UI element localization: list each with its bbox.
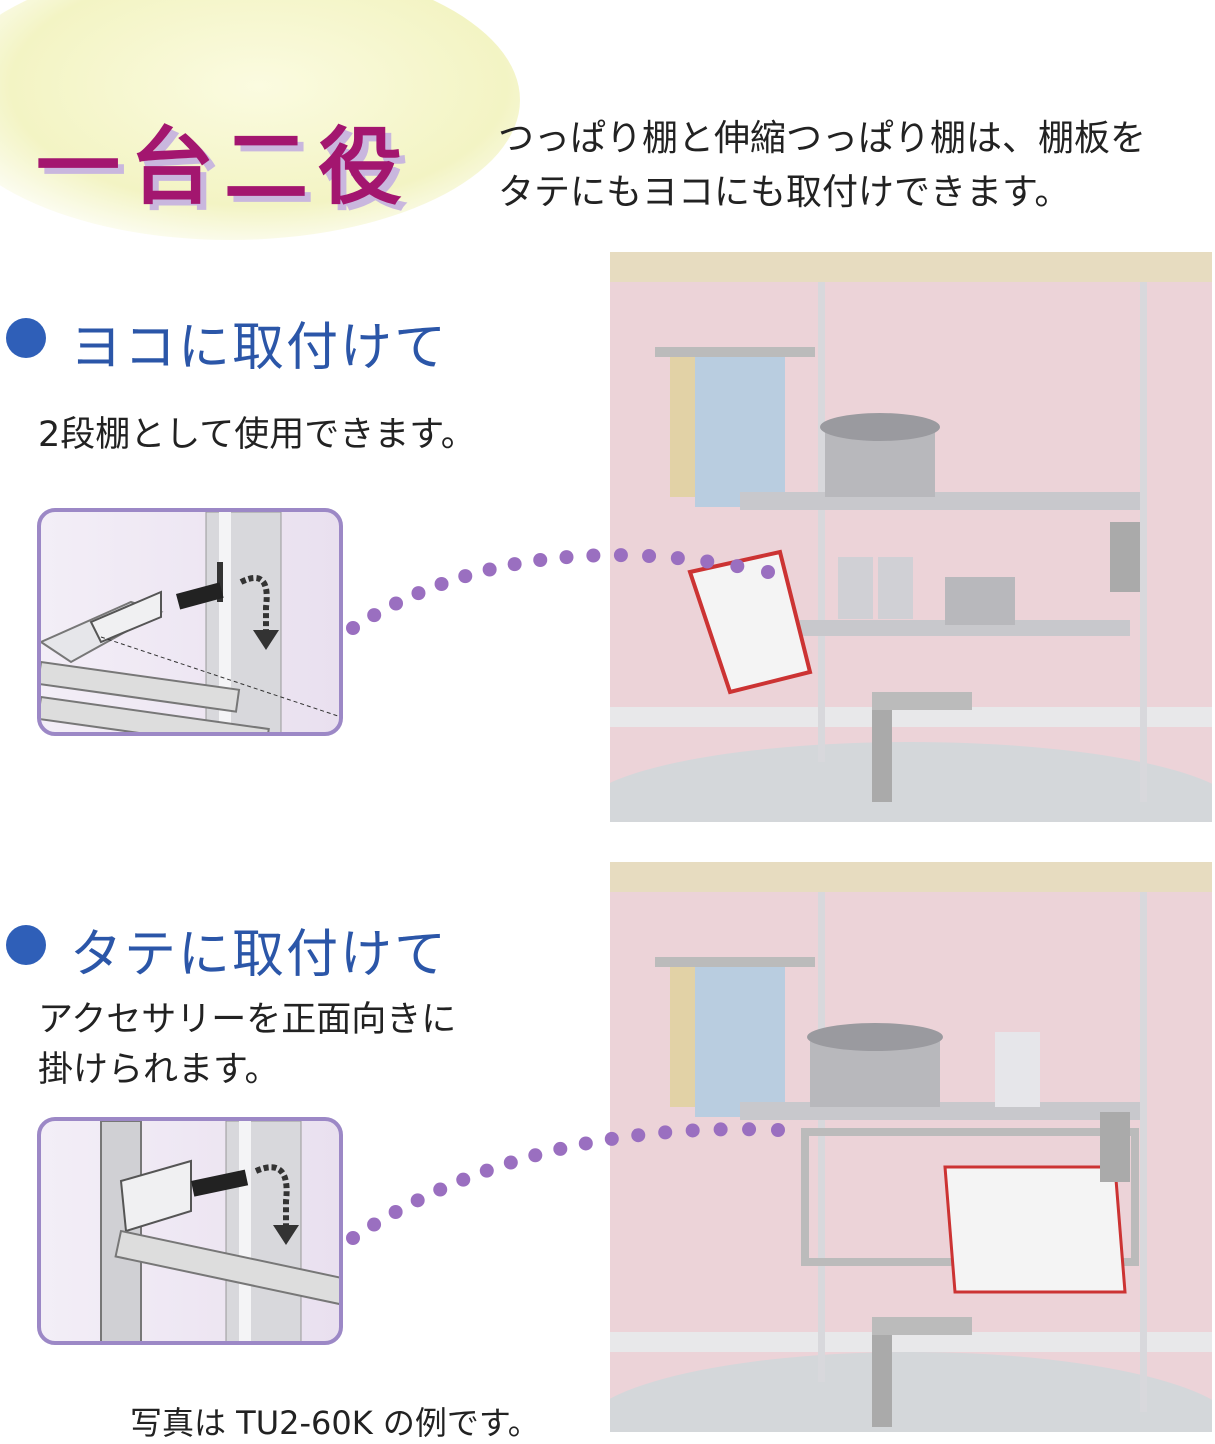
connector-dot	[482, 562, 497, 577]
photo-horizontal-shelf	[610, 252, 1212, 822]
bracket-diagram-icon	[41, 512, 339, 732]
connector-dot	[458, 569, 473, 584]
kitchen-shelf-photo	[610, 862, 1212, 1432]
connector-dot	[456, 1172, 471, 1187]
connector-dot	[578, 1136, 593, 1151]
diagram-horizontal-mount	[37, 508, 343, 736]
connector-dot	[559, 550, 574, 565]
page-title: 一台二役	[36, 118, 413, 216]
intro-line-2: タテにもヨコにも取付けできます。	[498, 172, 1071, 213]
bracket-diagram-icon	[100, 1121, 339, 1341]
section-heading-horizontal: ヨコに取付けて	[70, 318, 449, 378]
connector-dot	[389, 596, 404, 611]
photo-caption: 写真は TU2-60K の例です。	[130, 1404, 540, 1442]
connector-dot	[503, 1155, 518, 1170]
bullet-icon	[6, 318, 46, 358]
connector-dot	[367, 608, 382, 623]
connector-dot	[411, 586, 426, 601]
bullet-icon	[6, 925, 46, 965]
connector-dot	[528, 1148, 543, 1163]
intro-text: つっぱり棚と伸縮つっぱり棚は、棚板を タテにもヨコにも取付けできます。	[498, 112, 1146, 220]
connector-dot	[586, 548, 601, 563]
section-text-vertical-line-2: 掛けられます。	[38, 1050, 280, 1090]
connector-dot	[434, 577, 449, 591]
connector-dot	[507, 557, 522, 572]
section-heading-vertical: タテに取付けて	[70, 925, 449, 985]
intro-line-1: つっぱり棚と伸縮つっぱり棚は、棚板を	[498, 118, 1147, 159]
kitchen-shelf-photo	[610, 252, 1212, 822]
diagram-vertical-mount	[37, 1117, 343, 1345]
connector-dot	[533, 553, 548, 567]
connector-dot	[367, 1217, 382, 1232]
connector-dot	[346, 621, 360, 635]
connector-dot	[479, 1163, 494, 1178]
photo-vertical-shelf	[610, 862, 1212, 1432]
connector-dot	[346, 1231, 360, 1245]
connector-dot	[388, 1205, 403, 1220]
connector-dot	[410, 1193, 425, 1208]
connector-dot	[433, 1182, 448, 1197]
section-text-horizontal: 2段棚として使用できます。	[38, 415, 476, 455]
connector-dot	[553, 1141, 568, 1156]
section-text-vertical-line-1: アクセサリーを正面向きに	[38, 1000, 457, 1040]
